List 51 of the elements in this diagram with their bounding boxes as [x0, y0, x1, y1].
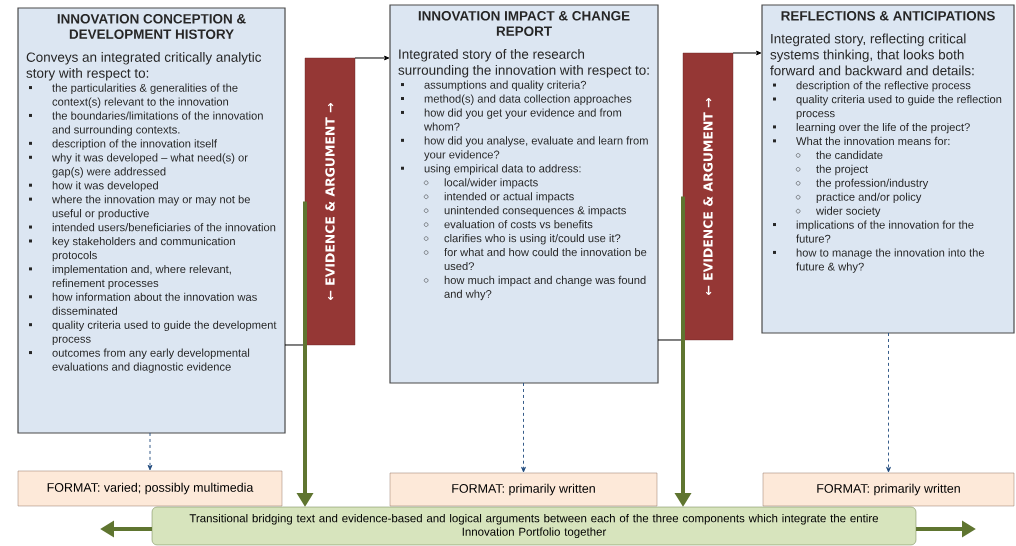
arrow	[354, 55, 390, 61]
bullet-item: how did you get your evidence and from whom?	[401, 108, 622, 131]
box-heading: INNOVATION IMPACT & CHANGE REPORT	[418, 11, 630, 36]
format-box: FORMAT: primarily written	[389, 472, 658, 507]
bullet-item: how did you analyse, evaluate and learn from your evidence?	[401, 136, 648, 161]
bridge-box: Transitional bridging text and evidence-based and logical arguments between each of the three components which integrate the entire Innovation Portfolio together	[151, 506, 917, 546]
bullet-item: description of the reflective process	[773, 81, 971, 92]
intro-text: Integrated story, reflecting critical systems thinking, that looks both forward and backward and details:	[770, 33, 974, 76]
connector-line	[284, 344, 306, 346]
format-box: FORMAT: primarily written	[762, 472, 1015, 507]
bullet-item: learning over the life of the project?	[773, 122, 970, 134]
text-box	[761, 4, 1015, 334]
bullet-item: the boundaries/limitations of the innovation and surrounding contexts.	[29, 111, 263, 136]
bullet-item: how it was developed	[29, 181, 158, 192]
sub-bullet-item: wider society	[796, 206, 881, 217]
arrow	[521, 382, 526, 473]
vertical-bar: ← EVIDENCE & ARGUMENT →	[682, 52, 734, 341]
intro-text: Integrated story of the research surrounding the innovation with respect to:	[398, 49, 649, 78]
arrow	[147, 432, 153, 471]
sub-bullet-item: clarifies who is using it/could use it?	[424, 234, 621, 245]
vertical-bar: ← EVIDENCE & ARGUMENT →	[304, 57, 356, 346]
sub-bullet-item: evaluation of costs vs benefits	[424, 220, 593, 229]
bullet-item: quality criteria used to guide the reflection process	[773, 95, 1002, 120]
bullet-item: implications of the innovation for the future?	[773, 220, 974, 243]
arrow	[732, 50, 762, 56]
intro-text: Conveys an integrated critically analytic story with respect to:	[26, 52, 262, 81]
sub-bullet-item: the project	[796, 164, 868, 176]
text-box	[389, 4, 659, 384]
bullet-item: quality criteria used to guide the development process	[29, 320, 277, 346]
text-box	[17, 7, 286, 434]
bullet-item: intended users/beneficiaries of the innovation	[29, 223, 276, 232]
bullet-item: method(s) and data collection approaches	[401, 94, 632, 105]
bullet-item: how to manage the innovation into the future & why?	[773, 248, 985, 273]
bullet-item: outcomes from any early developmental evaluations and diagnostic evidence	[29, 348, 250, 373]
connector-line	[657, 339, 684, 341]
box-heading: INNOVATION CONCEPTION & DEVELOPMENT HISTORY	[57, 14, 246, 39]
sub-bullet-item: for what and how could the innovation be used?	[424, 247, 647, 271]
sub-bullet-item: the profession/industry	[796, 178, 929, 190]
sub-bullet-item: practice and/or policy	[796, 192, 922, 204]
bullet-item: assumptions and quality criteria?	[401, 80, 587, 91]
bullet-item: description of the innovation itself	[29, 139, 217, 150]
sub-bullet-item: unintended consequences & impacts	[424, 206, 626, 217]
sub-bullet-item: intended or actual impacts	[424, 192, 574, 203]
sub-bullet-item: local/wider impacts	[424, 178, 538, 189]
sub-bullet-item: how much impact and change was found and why?	[424, 275, 646, 301]
format-box: FORMAT: varied; possibly multimedia	[17, 470, 283, 507]
bullet-item: using empirical data to address:	[401, 164, 581, 175]
bullet-item: What the innovation means for:	[773, 136, 950, 146]
sub-bullet-item: the candidate	[796, 150, 883, 159]
box-heading: REFLECTIONS & ANTICIPATIONS	[781, 11, 995, 21]
arrow	[886, 332, 891, 473]
